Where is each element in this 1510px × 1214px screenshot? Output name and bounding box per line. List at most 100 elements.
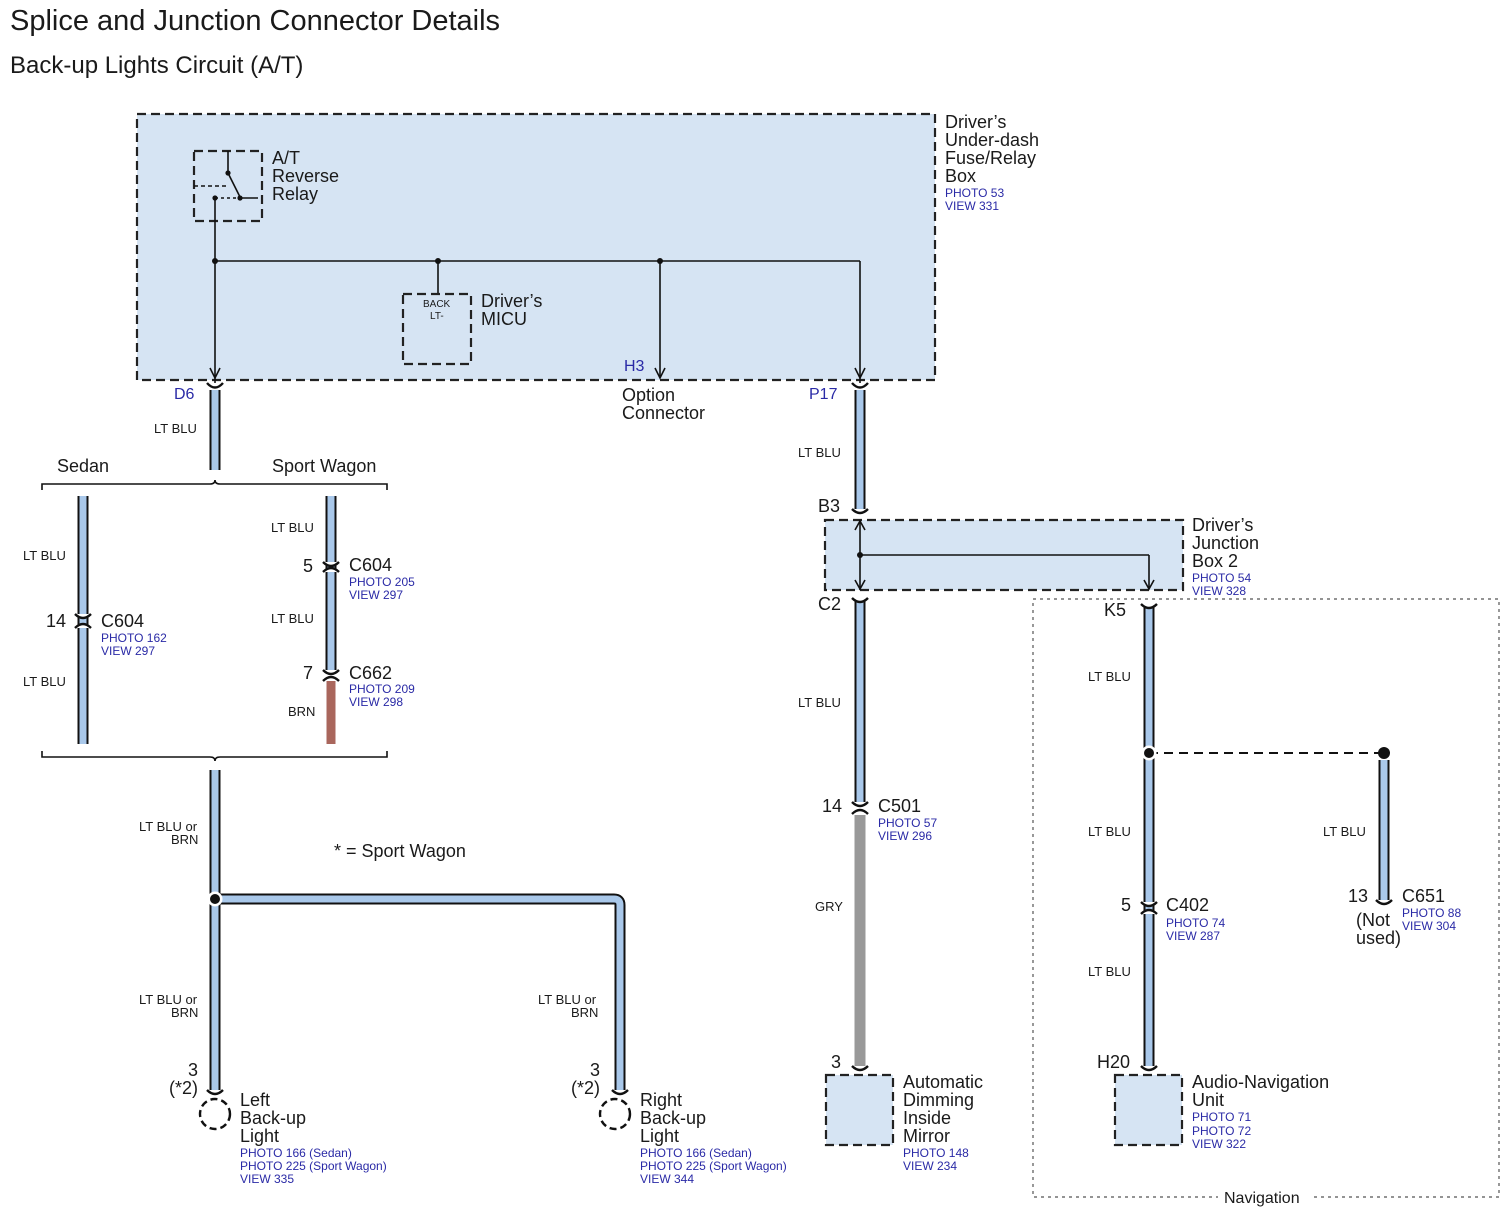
pin-h3: H3 — [624, 358, 645, 375]
navigation-label: Navigation — [1224, 1190, 1300, 1207]
c651-pin: 13 — [1348, 886, 1368, 906]
svg-text:Left: Left — [240, 1090, 270, 1110]
svg-text:Box: Box — [945, 166, 976, 186]
page-subtitle: Back-up Lights Circuit (A/T) — [10, 52, 303, 79]
svg-text:C651: C651 — [1402, 886, 1445, 906]
junction-box-internal — [854, 519, 1155, 591]
svg-text:Back-up: Back-up — [240, 1108, 306, 1128]
svg-text:Audio-Navigation: Audio-Navigation — [1192, 1072, 1329, 1092]
micu-label: Driver’s MICU — [481, 291, 542, 329]
svg-text:VIEW 328: VIEW 328 — [1192, 584, 1246, 598]
svg-text:Under-dash: Under-dash — [945, 130, 1039, 150]
internal-bus — [209, 221, 866, 386]
svg-text:PHOTO 209: PHOTO 209 — [349, 682, 415, 696]
svg-text:PHOTO 53: PHOTO 53 — [945, 186, 1004, 200]
c604-sedan-label: C604 PHOTO 162 VIEW 297 — [101, 611, 167, 658]
svg-text:Back-up: Back-up — [640, 1108, 706, 1128]
c604-sedan-pin: 14 — [46, 611, 66, 631]
wire-color-k5-3: LT BLU — [1088, 964, 1131, 979]
svg-text:BRN: BRN — [171, 1005, 198, 1020]
right-light-label: Right Back-up Light PHOTO 166 (Sedan) PH… — [640, 1090, 787, 1186]
sedan-label: Sedan — [57, 456, 109, 476]
wire-color-wagon-brn: BRN — [288, 704, 315, 719]
wire-sedan — [74, 496, 92, 744]
left-light-star: (*2) — [169, 1078, 198, 1098]
svg-text:PHOTO 166 (Sedan): PHOTO 166 (Sedan) — [640, 1146, 752, 1160]
micu-inner-label: BACK — [423, 299, 451, 310]
svg-text:LT BLU or: LT BLU or — [538, 992, 597, 1007]
svg-text:Relay: Relay — [272, 184, 318, 204]
svg-text:PHOTO 166 (Sedan): PHOTO 166 (Sedan) — [240, 1146, 352, 1160]
svg-text:VIEW 297: VIEW 297 — [101, 644, 155, 658]
wire-k5 — [1140, 603, 1393, 1072]
svg-text:C501: C501 — [878, 796, 921, 816]
wire-color-sedan-1: LT BLU — [23, 548, 66, 563]
page-title: Splice and Junction Connector Details — [10, 5, 500, 37]
svg-text:Option: Option — [622, 385, 675, 405]
svg-text:(Not: (Not — [1356, 910, 1390, 930]
c604-wagon-pin: 5 — [303, 556, 313, 576]
left-light-pin: 3 — [188, 1060, 198, 1080]
svg-text:VIEW 344: VIEW 344 — [640, 1172, 694, 1186]
svg-text:Fuse/Relay: Fuse/Relay — [945, 148, 1036, 168]
svg-text:PHOTO 74: PHOTO 74 — [1166, 916, 1225, 930]
sport-wagon-label: Sport Wagon — [272, 456, 376, 476]
svg-text:PHOTO 57: PHOTO 57 — [878, 816, 937, 830]
wire-d6 — [206, 382, 224, 470]
svg-text:LT BLU or: LT BLU or — [139, 819, 198, 834]
right-backup-light — [598, 1089, 632, 1131]
c604-wagon-label: C604 PHOTO 205 VIEW 297 — [349, 555, 415, 602]
wire-p17 — [851, 382, 869, 515]
wire-color-gry: GRY — [815, 899, 843, 914]
svg-text:VIEW 331: VIEW 331 — [945, 199, 999, 213]
svg-text:VIEW 322: VIEW 322 — [1192, 1137, 1246, 1151]
wire-color-c651: LT BLU — [1323, 824, 1366, 839]
svg-text:Driver’s: Driver’s — [945, 112, 1006, 132]
svg-text:BRN: BRN — [571, 1005, 598, 1020]
wire-lower-common — [207, 770, 626, 1093]
svg-text:BRN: BRN — [171, 832, 198, 847]
right-light-star: (*2) — [571, 1078, 600, 1098]
svg-text:C604: C604 — [349, 555, 392, 575]
mirror-pin: 3 — [831, 1052, 841, 1072]
c651-label: C651 PHOTO 88 VIEW 304 — [1402, 886, 1461, 933]
fuse-relay-box — [135, 112, 937, 382]
svg-text:Light: Light — [640, 1126, 679, 1146]
svg-text:used): used) — [1356, 928, 1401, 948]
svg-text:PHOTO 72: PHOTO 72 — [1192, 1124, 1251, 1138]
variant-bracket-top — [41, 479, 388, 490]
svg-text:VIEW 335: VIEW 335 — [240, 1172, 294, 1186]
c662-pin: 7 — [303, 663, 313, 683]
wire-color-d6: LT BLU — [154, 421, 197, 436]
micu-inner-label-2: LT- — [430, 311, 444, 322]
svg-text:Junction: Junction — [1192, 533, 1259, 553]
svg-text:PHOTO 88: PHOTO 88 — [1402, 906, 1461, 920]
wire-color-k5-1: LT BLU — [1088, 669, 1131, 684]
wire-color-wagon-1: LT BLU — [271, 520, 314, 535]
wire-c2 — [851, 597, 869, 1072]
pin-c2: C2 — [818, 594, 841, 614]
pin-h20: H20 — [1097, 1052, 1130, 1072]
svg-text:Mirror: Mirror — [903, 1126, 950, 1146]
c402-label: C402 PHOTO 74 VIEW 287 — [1166, 895, 1225, 943]
variant-bracket-bottom — [41, 751, 388, 762]
wire-color-lower-2: LT BLU or BRN — [139, 992, 198, 1020]
pin-p17: P17 — [809, 386, 838, 403]
right-light-pin: 3 — [590, 1060, 600, 1080]
svg-text:Unit: Unit — [1192, 1090, 1224, 1110]
pin-k5: K5 — [1104, 600, 1126, 620]
reverse-relay — [192, 149, 264, 223]
left-backup-light — [198, 1089, 232, 1131]
wire-color-c2: LT BLU — [798, 695, 841, 710]
svg-text:PHOTO 71: PHOTO 71 — [1192, 1110, 1251, 1124]
svg-text:PHOTO 205: PHOTO 205 — [349, 575, 415, 589]
svg-text:Right: Right — [640, 1090, 682, 1110]
svg-text:VIEW 297: VIEW 297 — [349, 588, 403, 602]
svg-text:VIEW 287: VIEW 287 — [1166, 929, 1220, 943]
junction-box-label: Driver’s Junction Box 2 PHOTO 54 VIEW 32… — [1192, 515, 1259, 598]
pin-b3: B3 — [818, 496, 840, 516]
svg-text:PHOTO 148: PHOTO 148 — [903, 1146, 969, 1160]
wire-color-k5-2: LT BLU — [1088, 824, 1131, 839]
wire-color-lower-3: LT BLU or BRN — [538, 992, 598, 1020]
svg-text:PHOTO 225 (Sport Wagon): PHOTO 225 (Sport Wagon) — [240, 1159, 387, 1173]
